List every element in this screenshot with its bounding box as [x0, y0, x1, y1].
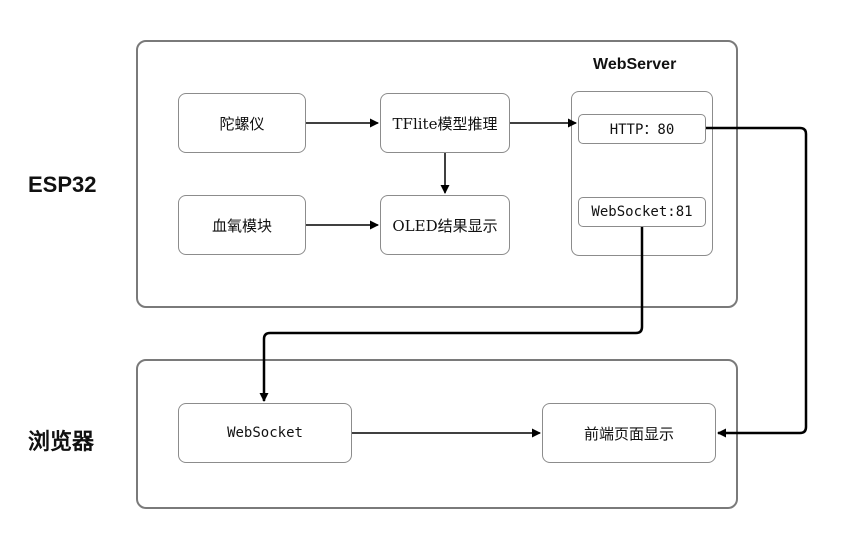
websocket-client-node: WebSocket [178, 403, 352, 463]
frontend-display-node: 前端页面显示 [542, 403, 716, 463]
edge-wsserver-wsclient [259, 227, 644, 402]
esp32-label: ESP32 [28, 172, 97, 197]
http-node: HTTP：80 [578, 114, 706, 144]
websocket-server-node: WebSocket:81 [578, 197, 706, 227]
spo2-node: 血氧模块 [178, 195, 306, 255]
edge-http-frontend [706, 126, 808, 438]
browser-label: 浏览器 [28, 429, 95, 454]
gyro-node: 陀螺仪 [178, 93, 306, 153]
webserver-title: WebServer [593, 56, 677, 73]
oled-node: OLED结果显示 [380, 195, 510, 255]
tflite-node: TFlite模型推理 [380, 93, 510, 153]
